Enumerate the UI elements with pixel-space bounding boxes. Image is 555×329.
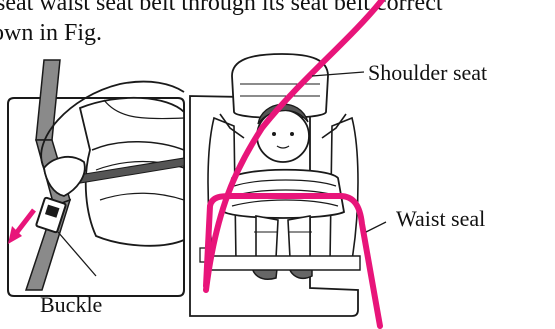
buckle-inset (8, 60, 184, 296)
shoulder-seat-label: Shoulder seat (368, 60, 487, 85)
waist-leader-line (366, 222, 386, 232)
waist-seal-label: Waist seal (396, 206, 485, 231)
car-seat-scene (190, 54, 360, 316)
buckle-label: Buckle (40, 292, 102, 317)
top-text-line2: own in Fig. (0, 20, 102, 46)
